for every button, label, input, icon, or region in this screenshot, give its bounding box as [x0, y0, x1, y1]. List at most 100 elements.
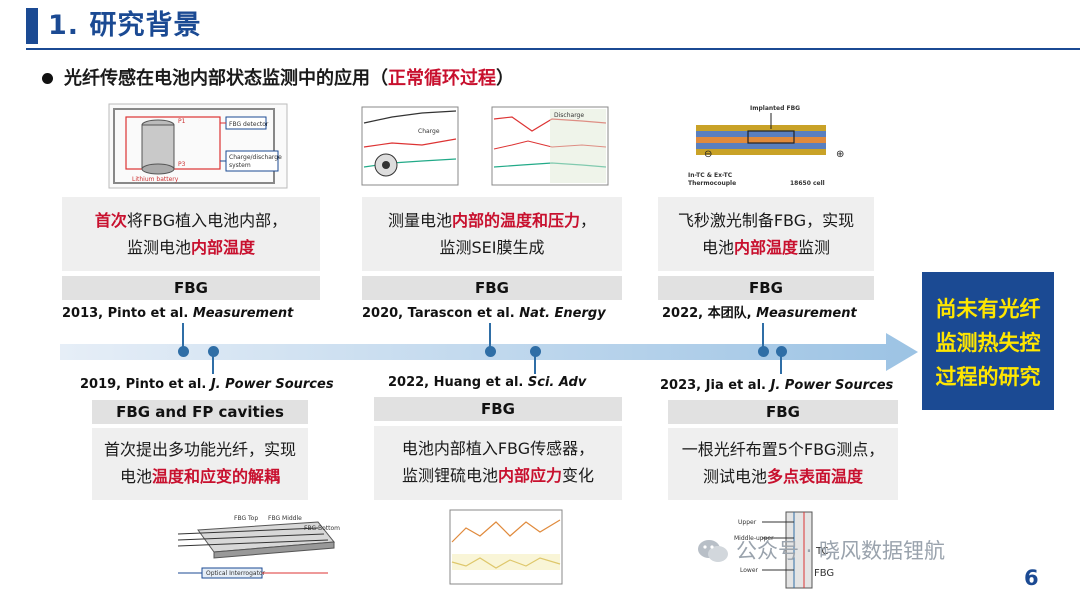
top-citation-3-authors: 2022, 本团队,	[662, 306, 757, 321]
bottom-label-2: FBG	[374, 397, 622, 421]
top-citation-2-authors: 2020, Tarascon et al.	[362, 306, 520, 321]
body-text: 测试电池	[702, 467, 767, 486]
fig3-plus-icon: ⊕	[836, 149, 844, 160]
top-box-3-line2: 电池内部温度监测	[658, 234, 874, 261]
fig4-interrogator-label: Optical Interrogator	[206, 570, 266, 577]
bottom-box-3: 一根光纤布置5个FBG测点， 测试电池多点表面温度	[668, 428, 898, 500]
timeline-dot-2022a	[758, 346, 769, 357]
highlight-text: 内部的温度和压力	[451, 211, 580, 230]
fig1-p3-label: P3	[178, 161, 186, 168]
bottom-box-3-line1: 一根光纤布置5个FBG测点，	[668, 436, 898, 463]
top-box-1-line1: 首次将FBG植入电池内部，	[62, 207, 320, 234]
highlight-text: 内部温度	[733, 238, 798, 257]
fig1-charge-label: Charge/discharge	[229, 154, 282, 161]
fig1-battery-label: Lithium battery	[132, 176, 179, 183]
fig3-cell-label: 18650 cell	[790, 180, 825, 187]
top-box-1-line2: 监测电池内部温度	[62, 234, 320, 261]
top-box-2-line1: 测量电池内部的温度和压力，	[362, 207, 622, 234]
conclusion-line-1: 尚未有光纤	[935, 297, 1041, 321]
bottom-label-3: FBG	[668, 400, 898, 424]
top-label-3: FBG	[658, 276, 874, 300]
timeline-dot-2023	[776, 346, 787, 357]
bottom-citation-3-authors: 2023, Jia et al.	[660, 378, 771, 393]
top-box-3-line1: 飞秒激光制备FBG，实现	[658, 207, 874, 234]
highlight-text: 内部温度	[191, 238, 256, 257]
fig4-middle-label: FBG Middle	[268, 515, 302, 522]
top-citation-3-journal: Measurement	[756, 306, 857, 321]
body-text: 一根光纤布置5个FBG测点，	[681, 440, 885, 459]
wechat-icon	[698, 540, 728, 562]
body-text: 电池	[701, 238, 734, 257]
bottom-box-3-line2: 测试电池多点表面温度	[668, 463, 898, 490]
fig3-minus-icon: ⊖	[704, 149, 712, 160]
figure-surface-sensor-schematic: Upper Middle-upper Lower TC FBG	[732, 508, 840, 592]
bottom-citation-3: 2023, Jia et al. J. Power Sources	[660, 377, 893, 395]
top-citation-1-journal: Measurement	[192, 306, 294, 321]
bottom-box-2: 电池内部植入FBG传感器， 监测锂硫电池内部应力变化	[374, 426, 622, 500]
timeline-dot-2020	[485, 346, 496, 357]
subtitle-end: ）	[496, 68, 514, 89]
timeline-tick-2019	[212, 352, 214, 374]
fig3-tc-label: In-TC & Ex-TC	[688, 172, 733, 179]
fig6-tc-label: TC	[815, 546, 829, 557]
timeline-tick-2013	[182, 323, 184, 351]
bottom-box-2-line1: 电池内部植入FBG传感器，	[374, 435, 622, 462]
fig1-detector-label: FBG detector	[229, 121, 269, 128]
timeline-dot-2022b	[530, 346, 541, 357]
timeline-tick-2020	[489, 323, 491, 351]
bottom-citation-1: 2019, Pinto et al. J. Power Sources	[80, 376, 334, 394]
timeline-dot-2013	[178, 346, 189, 357]
bottom-citation-2-authors: 2022, Huang et al.	[388, 375, 528, 390]
bottom-citation-2: 2022, Huang et al. Sci. Adv	[388, 374, 586, 392]
page-title: 1. 研究背景	[48, 10, 202, 41]
fig6-lower-label: Lower	[740, 567, 759, 574]
bullet-icon	[42, 73, 53, 84]
bottom-box-1: 首次提出多功能光纤，实现 电池温度和应变的解耦	[92, 428, 308, 500]
fig2-discharge-label: Discharge	[554, 112, 584, 119]
body-text: 电池内部植入FBG传感器，	[401, 439, 595, 458]
body-text: 变化	[562, 466, 595, 485]
subtitle-highlight: 正常循环过程	[388, 68, 496, 89]
highlight-text: 多点表面温度	[767, 467, 864, 486]
conclusion-line-3: 过程的研究	[935, 365, 1041, 389]
timeline-tick-2022a	[762, 323, 764, 351]
figure-strain-plot	[436, 506, 568, 594]
top-box-2-line2: 监测SEI膜生成	[362, 234, 622, 261]
fig1-p1-label: P1	[178, 118, 186, 125]
bottom-citation-3-journal: J. Power Sources	[770, 378, 894, 393]
top-box-2: 测量电池内部的温度和压力， 监测SEI膜生成	[362, 197, 622, 271]
fig1-system-label: system	[229, 162, 251, 169]
top-citation-1: 2013, Pinto et al. Measurement	[62, 305, 293, 323]
highlight-text: 温度和应变的解耦	[152, 467, 281, 486]
highlight-text: 首次	[94, 211, 127, 230]
bottom-citation-1-authors: 2019, Pinto et al.	[80, 377, 211, 392]
fig4-top-label: FBG Top	[234, 515, 258, 522]
section-subtitle: 光纤传感在电池内部状态监测中的应用（正常循环过程）	[64, 66, 514, 92]
top-box-1: 首次将FBG植入电池内部， 监测电池内部温度	[62, 197, 320, 271]
body-text: 首次提出多功能光纤，实现	[103, 440, 296, 459]
top-citation-2-journal: Nat. Energy	[519, 306, 606, 321]
fig4-bottom-label: FBG Bottom	[304, 525, 340, 532]
figure-battery-fbg-schematic: FBG detector Charge/discharge system Lit…	[108, 103, 288, 189]
bottom-label-1: FBG and FP cavities	[92, 400, 308, 424]
fig6-middle-label: Middle-upper	[734, 535, 774, 542]
body-text: 监测锂硫电池	[401, 466, 498, 485]
conclusion-line-2: 监测热失控	[935, 331, 1041, 355]
top-citation-3: 2022, 本团队, Measurement	[662, 305, 857, 323]
timeline-dot-2019	[208, 346, 219, 357]
page-number: 6	[1024, 566, 1039, 590]
bottom-citation-1-journal: J. Power Sources	[210, 377, 334, 392]
fig3-thermocouple-label: Thermocouple	[688, 180, 736, 187]
top-box-3: 飞秒激光制备FBG，实现 电池内部温度监测	[658, 197, 874, 271]
highlight-text: 内部应力	[497, 466, 562, 485]
timeline-tick-2022b	[534, 352, 536, 374]
top-label-1: FBG	[62, 276, 320, 300]
title-divider	[26, 48, 1080, 50]
fig6-fbg-label: FBG	[814, 568, 834, 579]
body-text: 飞秒激光制备FBG，实现	[677, 211, 855, 230]
conclusion-box: 尚未有光纤 监测热失控 过程的研究	[922, 272, 1054, 410]
top-citation-2: 2020, Tarascon et al. Nat. Energy	[362, 305, 606, 323]
subtitle-main: 光纤传感在电池内部状态监测中的应用（	[64, 68, 388, 89]
title-accent-bar	[26, 8, 38, 44]
watermark-text: 公众号 · 晓风数据锂航	[736, 539, 946, 563]
